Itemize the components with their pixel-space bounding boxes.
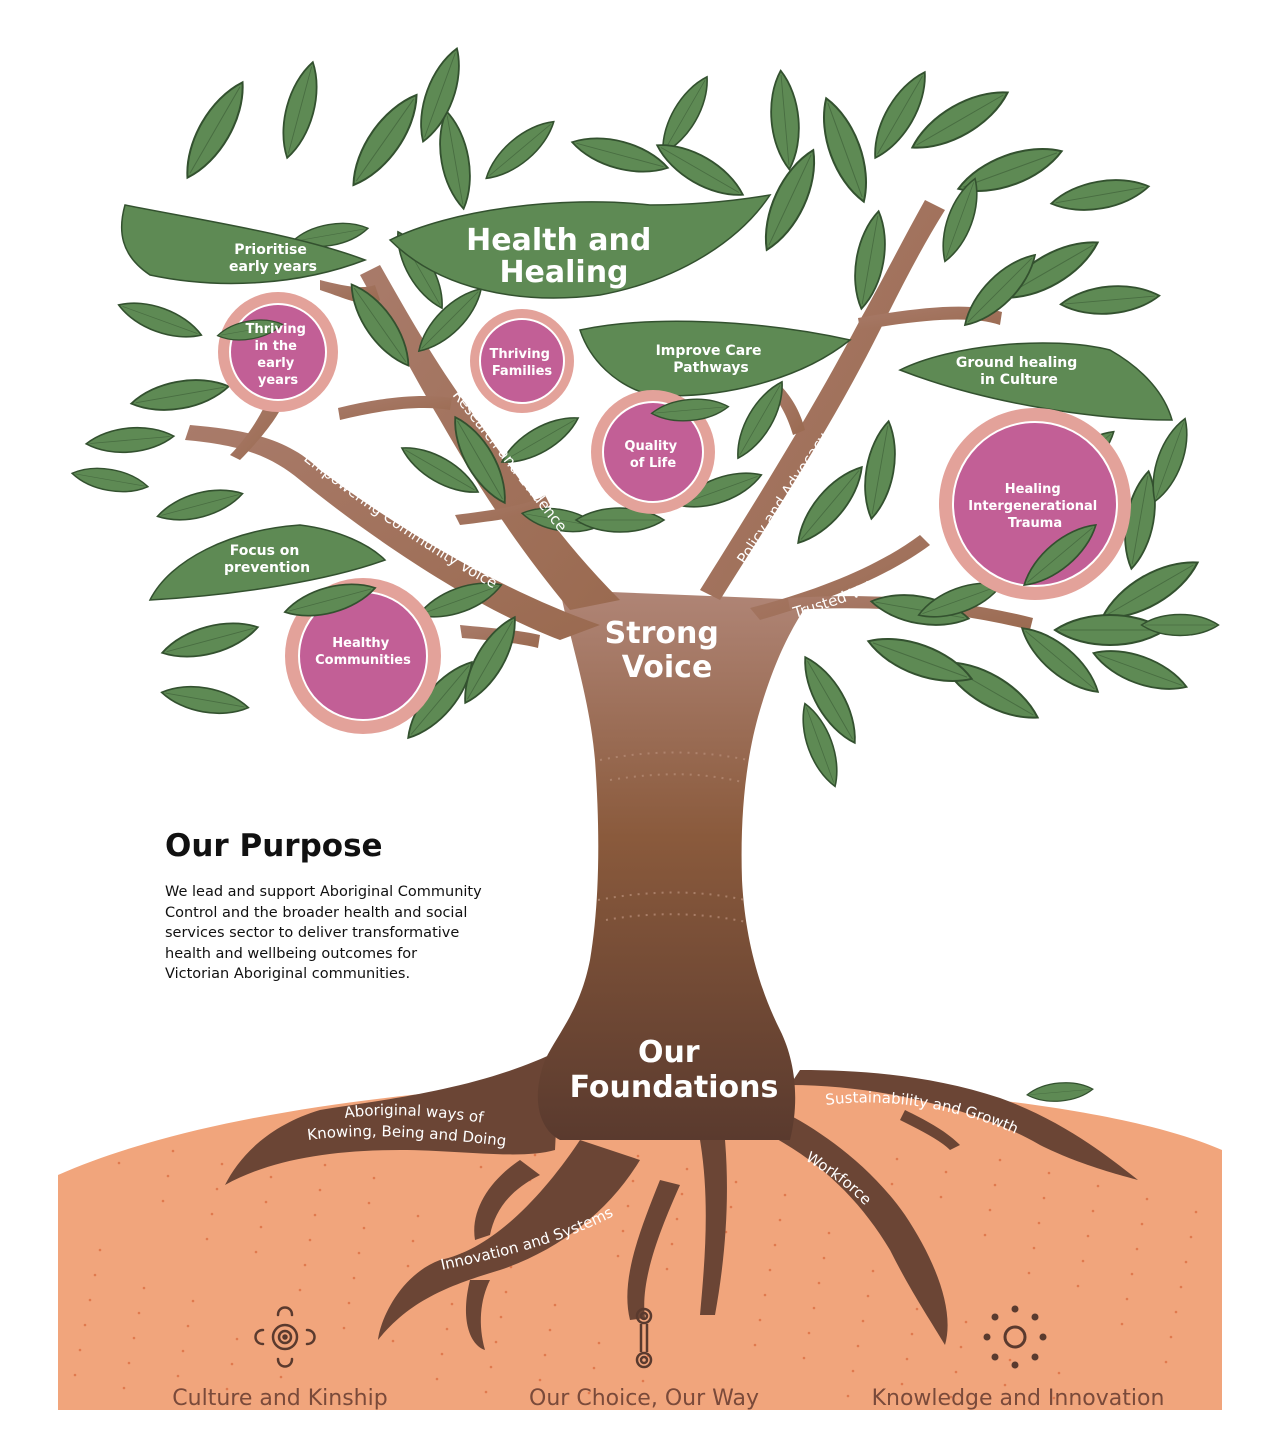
label-health-healing: Health and Healing (466, 223, 662, 290)
leaf (567, 128, 673, 182)
title-strong-voice: Strong Voice (605, 616, 730, 685)
leaf (862, 64, 938, 166)
leaf (650, 395, 730, 425)
trunk (537, 590, 810, 1140)
value-label-choice: Our Choice, Our Way (529, 1386, 759, 1411)
leaf (1142, 413, 1198, 507)
leaf (752, 142, 828, 258)
leaf (1087, 639, 1193, 701)
leaf (954, 244, 1046, 336)
label-prevention: Focus on prevention (224, 543, 310, 576)
leaf-care (579, 320, 852, 397)
label-ground: Ground healing in Culture (956, 355, 1082, 388)
leaf (903, 78, 1017, 162)
leaf (273, 57, 327, 163)
leaf (442, 409, 518, 511)
leaf (792, 698, 848, 792)
leaf-ground (898, 342, 1173, 421)
value-label-knowledge: Knowledge and Innovation (872, 1386, 1165, 1411)
leaf (69, 462, 151, 498)
purpose-section: Our Purpose We lead and support Aborigin… (165, 828, 485, 985)
leaf (1093, 548, 1207, 632)
leaf (857, 418, 903, 522)
leaf (157, 613, 263, 667)
leaf-prevention (148, 524, 387, 601)
leaf (1025, 1079, 1095, 1105)
label-communities: Healthy Communities (315, 636, 411, 668)
leaf (913, 572, 1007, 628)
leaf (339, 275, 421, 375)
path-icon (635, 1307, 653, 1369)
leaf (409, 279, 491, 361)
leaf (1054, 614, 1166, 646)
leaf (847, 208, 893, 312)
leaf (432, 108, 478, 212)
leaf (280, 574, 380, 626)
leaf (495, 406, 585, 474)
leaf (409, 42, 471, 148)
leaf (340, 85, 430, 195)
leaf (575, 507, 665, 533)
title-our-foundations: Our Foundations (570, 1035, 779, 1105)
trunk-pattern (597, 751, 749, 923)
leaf (1012, 616, 1108, 704)
kinship-icon (254, 1306, 316, 1368)
label-quality: Quality of Life (624, 439, 681, 471)
leaf (128, 372, 232, 418)
leaf (1015, 514, 1105, 596)
leaf (726, 375, 794, 465)
leaf (215, 314, 285, 346)
label-care: Improve Care Pathways (656, 343, 767, 376)
label-early: Thriving in the early years (245, 322, 310, 388)
sun-icon (983, 1305, 1047, 1369)
circle-healing (939, 408, 1131, 600)
value-label-culture: Culture and Kinship (172, 1386, 387, 1411)
leaf (673, 462, 767, 518)
leaf (289, 217, 371, 253)
circle-communities (285, 578, 441, 734)
leaf (792, 649, 868, 751)
leaf (158, 679, 252, 721)
leaf (477, 111, 563, 189)
leaf (1117, 468, 1163, 572)
circle-families (470, 309, 574, 413)
purpose-body: We lead and support Aboriginal Community… (165, 884, 482, 982)
leaf (649, 132, 751, 208)
leaf (396, 652, 484, 748)
leaf (786, 457, 874, 553)
leaf-prioritise (120, 204, 368, 285)
leaf (766, 68, 804, 172)
leaf (1058, 281, 1162, 319)
purpose-title: Our Purpose (165, 828, 383, 864)
leaf (952, 136, 1068, 204)
leaf (811, 92, 879, 208)
leaf (413, 572, 507, 628)
leaf (173, 73, 257, 187)
leaf (84, 423, 176, 457)
label-prioritise: Prioritise early years (229, 242, 317, 275)
label-healing: Healing Intergenerational Trauma (968, 482, 1102, 531)
leaf (113, 292, 207, 348)
leaf (395, 436, 485, 504)
label-families: Thriving Families (489, 347, 554, 379)
leaf (153, 481, 247, 529)
leaf (862, 626, 978, 694)
leaf (452, 609, 528, 711)
leaf (651, 70, 719, 160)
leaves (69, 42, 1220, 1105)
leaf-health-healing (388, 193, 772, 299)
leaf (1048, 172, 1152, 218)
leaves-front (215, 314, 1105, 626)
leaf (1140, 613, 1220, 637)
leaf (932, 173, 988, 267)
